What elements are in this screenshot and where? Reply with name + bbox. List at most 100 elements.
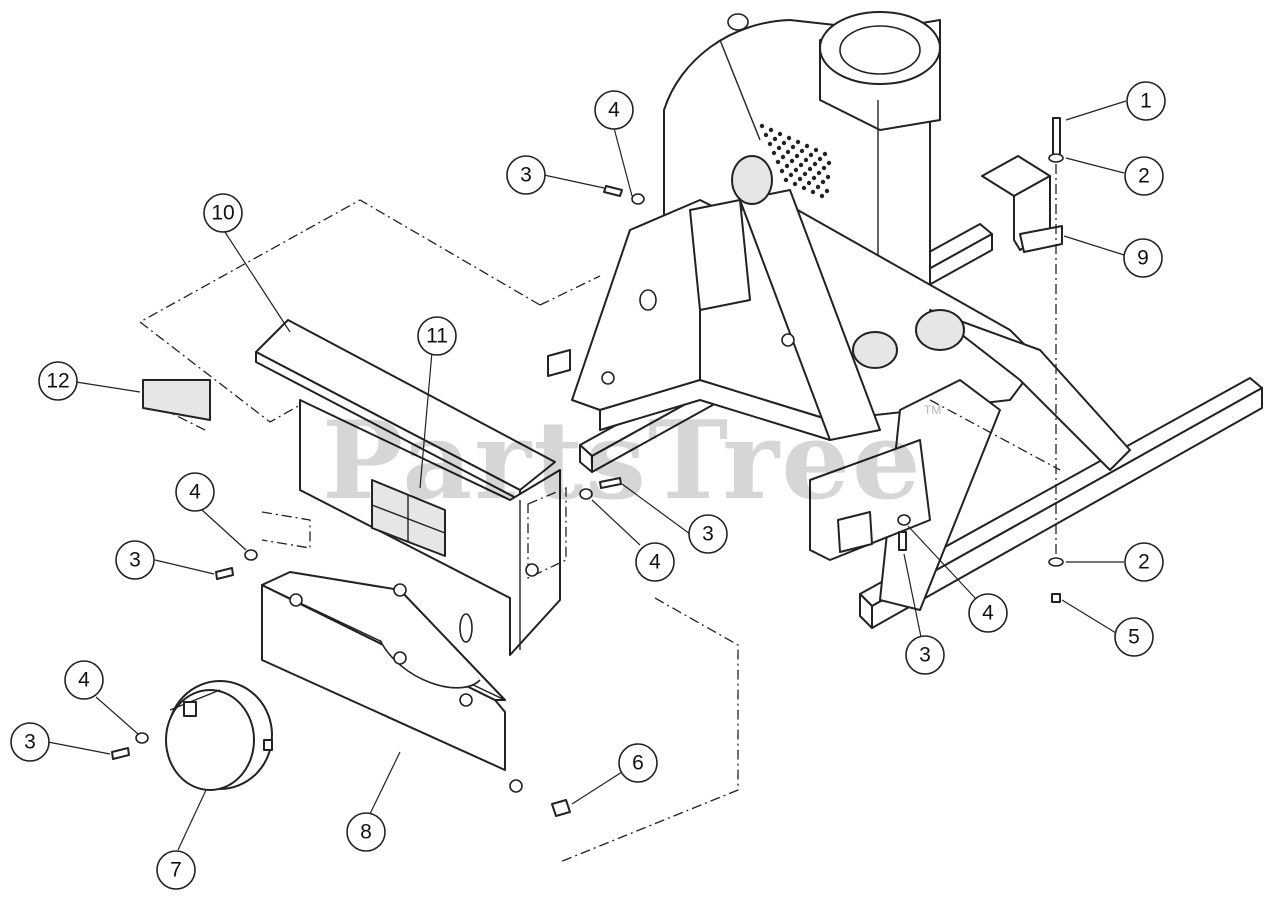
perforation-dot — [767, 141, 773, 147]
callout-3: 3 — [10, 722, 50, 762]
callout-label: 10 — [211, 202, 234, 225]
ring-part-7 — [165, 680, 273, 791]
callout-label: 4 — [982, 602, 994, 625]
callout-label: 2 — [1138, 165, 1150, 188]
perforation-dot — [816, 170, 822, 176]
callout-label: 4 — [189, 481, 201, 504]
perforation-dot — [772, 136, 778, 142]
perforation-dot — [822, 151, 828, 157]
perforation-dot — [811, 175, 817, 181]
perforation-dot — [820, 179, 826, 185]
perforation-dot — [790, 144, 796, 150]
perforation-dot — [821, 165, 827, 171]
callout-3: 3 — [506, 155, 546, 195]
callout-6: 6 — [618, 743, 658, 783]
callout-11: 11 — [417, 316, 457, 356]
callout-1: 1 — [1126, 81, 1166, 121]
decal-part-11 — [371, 479, 446, 557]
perforation-dot — [788, 172, 794, 178]
perforation-dot — [813, 147, 819, 153]
callout-4: 4 — [175, 472, 215, 512]
perforation-dot — [825, 174, 831, 180]
perforation-dot — [779, 168, 785, 174]
watermark: PartsTree TM — [322, 398, 941, 524]
perforation-dot — [794, 153, 800, 159]
clip-part-6 — [551, 799, 571, 817]
perforation-dot — [799, 148, 805, 154]
watermark-text: PartsTree — [322, 398, 923, 524]
perforation-dot — [775, 159, 781, 165]
perforation-dot — [824, 188, 830, 194]
watermark-trademark: TM — [924, 403, 941, 417]
perforation-dot — [797, 176, 803, 182]
perforation-dot — [807, 166, 813, 172]
leader-lines — [47, 100, 1127, 851]
callout-3: 3 — [905, 635, 945, 675]
callout-4: 4 — [968, 593, 1008, 633]
perforation-dot — [780, 154, 786, 160]
callout-9: 9 — [1123, 238, 1163, 278]
callout-12: 12 — [38, 361, 78, 401]
callout-label: 9 — [1137, 247, 1149, 270]
perforation-dot — [801, 185, 807, 191]
perforation-dot — [803, 157, 809, 163]
perforation-dot — [785, 149, 791, 155]
callout-label: 6 — [632, 752, 644, 775]
callout-label: 8 — [360, 821, 372, 844]
perforation-dot — [815, 184, 821, 190]
perforation-dot — [804, 143, 810, 149]
bracket-part-9 — [981, 155, 1063, 253]
perforation-dot — [795, 139, 801, 145]
perforation-dot — [771, 150, 777, 156]
perforation-dot — [781, 140, 787, 146]
perforation-dot — [763, 132, 769, 138]
perforation-dot — [798, 162, 804, 168]
callout-label: 3 — [702, 523, 714, 546]
callout-label: 4 — [649, 551, 661, 574]
callout-2: 2 — [1124, 156, 1164, 196]
callout-label: 1 — [1140, 90, 1152, 113]
callout-label: 2 — [1138, 551, 1150, 574]
hardware-right — [579, 117, 1064, 603]
mount-frame — [547, 155, 1131, 611]
hardware-left — [111, 549, 258, 760]
perforation-dot — [806, 180, 812, 186]
perforation-dot — [793, 167, 799, 173]
callout-3: 3 — [115, 540, 155, 580]
callout-3: 3 — [688, 514, 728, 554]
callout-5: 5 — [1114, 617, 1154, 657]
perforation-dot — [759, 123, 765, 129]
callout-4: 4 — [64, 660, 104, 700]
callout-label: 11 — [426, 325, 448, 348]
perforation-dot — [808, 152, 814, 158]
callout-4: 4 — [594, 90, 634, 130]
callout-label: 4 — [78, 669, 90, 692]
perforation-dot — [792, 181, 798, 187]
callout-8: 8 — [346, 812, 386, 852]
perforation-dot — [784, 163, 790, 169]
callout-label: 3 — [24, 731, 36, 754]
perforation-dot — [826, 160, 832, 166]
perforation-dot — [768, 127, 774, 133]
perforation-dot — [777, 131, 783, 137]
perforation-dot — [776, 145, 782, 151]
callout-7: 7 — [156, 850, 196, 890]
perforation-dot — [812, 161, 818, 167]
callout-10: 10 — [203, 193, 243, 233]
callout-label: 4 — [608, 99, 620, 122]
callout-label: 12 — [46, 370, 69, 393]
perforation-dot — [802, 171, 808, 177]
callout-label: 3 — [520, 164, 532, 187]
callout-label: 7 — [170, 859, 182, 882]
perforation-dot — [783, 177, 789, 183]
perforation-dot — [789, 158, 795, 164]
perforation-dot — [786, 135, 792, 141]
callout-label: 3 — [129, 549, 141, 572]
perforation-dot — [810, 189, 816, 195]
callout-4: 4 — [635, 542, 675, 582]
guard-part-8 — [261, 511, 523, 793]
perforation-dot — [819, 193, 825, 199]
callout-label: 5 — [1128, 626, 1140, 649]
screen-perforations — [759, 123, 832, 199]
